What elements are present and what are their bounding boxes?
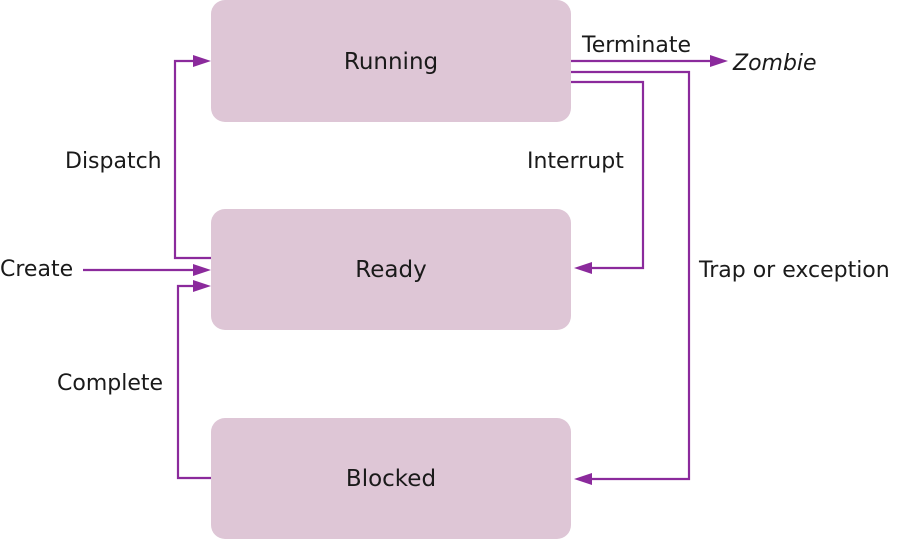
state-running-label: Running <box>344 49 438 75</box>
edge-dispatch <box>173 55 211 260</box>
label-terminate: Terminate <box>581 33 691 58</box>
edge-trap <box>571 70 691 485</box>
state-ready: Ready <box>211 209 571 330</box>
state-blocked-label: Blocked <box>346 466 436 492</box>
edge-terminate <box>571 55 728 67</box>
label-zombie: Zombie <box>732 51 817 76</box>
state-blocked-box <box>211 418 571 539</box>
state-blocked: Blocked <box>211 418 571 539</box>
label-complete: Complete <box>57 371 163 396</box>
edge-complete-line <box>176 284 211 480</box>
edge-trap-arrowhead <box>574 473 592 485</box>
edge-trap-line <box>571 70 691 481</box>
label-trap-or-exception: Trap or exception <box>698 258 890 283</box>
label-create: Create <box>0 257 73 282</box>
edge-create-arrowhead <box>193 264 211 276</box>
label-dispatch: Dispatch <box>65 149 162 174</box>
edge-dispatch-line <box>173 59 211 260</box>
edge-create <box>83 264 211 276</box>
state-ready-box <box>211 209 571 330</box>
label-interrupt: Interrupt <box>527 149 624 174</box>
edge-interrupt-arrowhead <box>574 262 592 274</box>
state-ready-label: Ready <box>355 257 426 283</box>
edge-complete <box>176 280 211 480</box>
state-running-box <box>211 0 571 122</box>
edge-complete-arrowhead <box>193 280 211 292</box>
edge-interrupt <box>571 80 645 274</box>
edge-terminate-arrowhead <box>710 55 728 67</box>
state-running: Running <box>211 0 571 122</box>
edge-interrupt-line <box>571 80 645 270</box>
edge-dispatch-arrowhead <box>193 55 211 67</box>
